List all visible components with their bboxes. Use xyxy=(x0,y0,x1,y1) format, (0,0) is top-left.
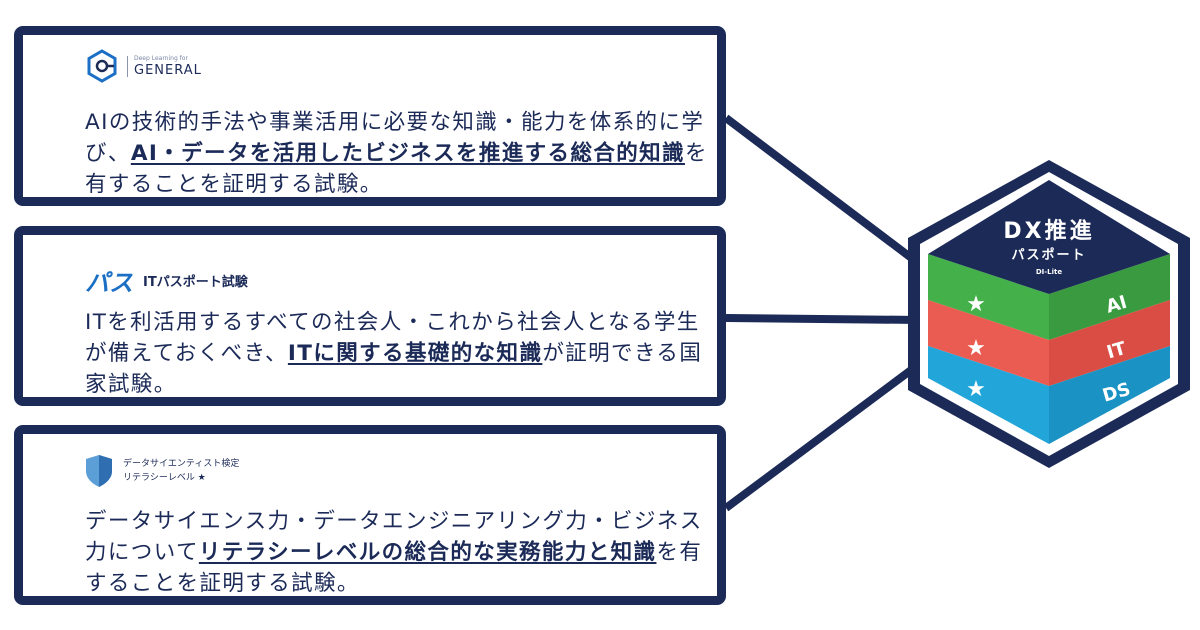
layer-it-left xyxy=(928,300,1049,386)
card-description: AIの技術的手法や事業活用に必要な知識・能力を体系的に学び、AI・データを活用し… xyxy=(85,107,715,200)
connector-line-2 xyxy=(725,314,921,324)
layer-ds-left xyxy=(928,346,1049,444)
connector-line-3 xyxy=(723,352,933,512)
desc-emphasis: AI・データを活用したビジネスを推進する総合的知識 xyxy=(130,141,685,166)
g-kentei-logo: Deep Learning for GENERAL xyxy=(85,49,202,83)
star-icon-it: ★ xyxy=(966,336,986,361)
desc-text: データサイエンス力・データエンジニアリング力・ビジネス力について xyxy=(85,509,703,565)
desc-emphasis: リテラシーレベルの総合的な実務能力と知識 xyxy=(198,540,657,565)
layer-ai-left xyxy=(928,254,1049,340)
exam-card-data-scientist: データサイエンティスト検定 リテラシーレベル ★ データサイエンス力・データエン… xyxy=(14,425,726,605)
card-description: データサイエンス力・データエンジニアリング力・ビジネス力についてリテラシーレベル… xyxy=(85,506,715,599)
logo-small-text: Deep Learning for xyxy=(134,54,188,62)
pas-logo-icon: パス xyxy=(85,268,133,297)
badge-title: DX推進 xyxy=(1003,219,1094,244)
dx-passport-badge: DX推進 パスポート DI-Lite ★ ★ ★ AI IT DS xyxy=(908,160,1190,468)
logo-label: ITパスポート試験 xyxy=(143,275,248,290)
desc-text: ITを利活用するすべての社会人・これから社会人となる学生が備えておくべき、 xyxy=(85,310,700,366)
exam-card-g-kentei: Deep Learning for GENERAL AIの技術的手法や事業活用に… xyxy=(14,26,726,206)
star-icon-ds: ★ xyxy=(966,377,986,402)
layer-ds-right xyxy=(1049,346,1170,444)
badge-small-text: DI-Lite xyxy=(1036,268,1063,276)
exam-card-it-passport: パス ITパスポート試験 ITを利活用するすべての社会人・これから社会人となる学… xyxy=(14,226,726,406)
data-scientist-logo: データサイエンティスト検定 リテラシーレベル ★ xyxy=(85,454,239,488)
it-passport-logo: パス ITパスポート試験 xyxy=(85,263,248,298)
logo-line-2: リテラシーレベル ★ xyxy=(123,473,206,483)
badge-subtitle: パスポート xyxy=(1011,247,1086,263)
logo-line-1: データサイエンティスト検定 xyxy=(123,459,240,469)
card-description: ITを利活用するすべての社会人・これから社会人となる学生が備えておくべき、ITに… xyxy=(85,307,715,400)
desc-text-end: を有することを証明する試験。 xyxy=(85,141,708,197)
badge-top-face xyxy=(928,180,1170,294)
connector-line-1 xyxy=(723,114,933,276)
desc-text-end: が証明できる国家試験。 xyxy=(85,341,703,397)
star-icon-ai: ★ xyxy=(966,292,986,317)
layer-it-right xyxy=(1049,300,1170,386)
desc-text: AIの技術的手法や事業活用に必要な知識・能力を体系的に学び、 xyxy=(85,110,705,166)
ai-gear-logo-icon xyxy=(87,49,117,83)
layer-ai-right xyxy=(1049,254,1170,340)
shield-logo-icon xyxy=(86,455,112,487)
desc-text-end: を有することを証明する試験。 xyxy=(85,540,703,596)
logo-big-text: GENERAL xyxy=(134,62,202,78)
desc-emphasis: ITに関する基礎的な知識 xyxy=(287,341,543,366)
